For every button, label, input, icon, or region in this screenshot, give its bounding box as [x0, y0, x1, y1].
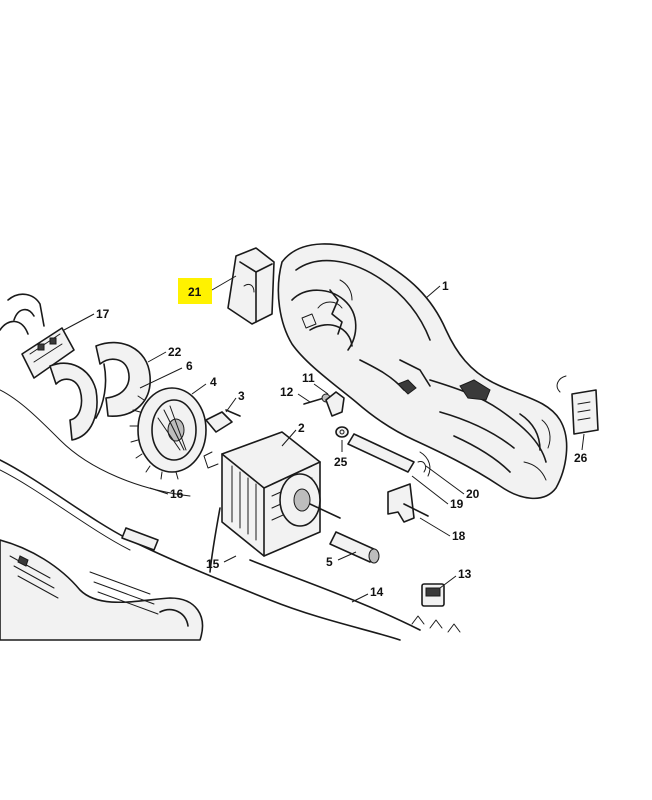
highlight-box	[178, 278, 212, 304]
lever-bar-part	[347, 433, 431, 477]
callout-17: 17	[96, 307, 110, 321]
callout-25: 25	[334, 455, 348, 469]
callout-14: 14	[370, 585, 384, 599]
leader-17	[63, 313, 95, 331]
callout-1: 1	[442, 279, 449, 293]
leader-16	[149, 487, 169, 495]
shaft-sleeve-part	[329, 531, 380, 564]
callout-16: 16	[170, 487, 184, 501]
tool-handle-part	[0, 539, 204, 641]
cable-part	[0, 459, 461, 641]
leader-1	[425, 285, 441, 299]
callout-2: 2	[298, 421, 305, 435]
housing-shell-part	[277, 243, 568, 500]
callout-4: 4	[210, 375, 217, 389]
leader-19	[411, 475, 449, 505]
leader-4	[191, 383, 207, 395]
leader-18	[419, 517, 451, 537]
leader-5	[337, 551, 357, 561]
leader-26	[581, 433, 585, 451]
leader-15	[223, 555, 237, 563]
fan-wheel-part	[129, 387, 207, 480]
callout-11: 11	[302, 371, 315, 385]
rocker-switch-part	[421, 583, 445, 607]
leader-13	[439, 575, 457, 589]
clip-part	[205, 409, 241, 433]
callout-21: 21	[188, 285, 202, 299]
callout-6: 6	[186, 359, 193, 373]
callout-20: 20	[466, 487, 480, 501]
leader-2	[281, 429, 297, 447]
callout-15: 15	[206, 557, 220, 571]
leader-21	[211, 275, 237, 291]
leader-20	[425, 465, 465, 495]
callout-26: 26	[574, 451, 588, 465]
trigger-part	[387, 483, 429, 523]
callout-13: 13	[458, 567, 472, 581]
leader-lines	[63, 275, 585, 603]
callout-5: 5	[326, 555, 333, 569]
fan-shroud-part	[49, 341, 151, 441]
leader-6	[139, 367, 183, 389]
latch-part	[325, 391, 345, 417]
bracket-part	[227, 247, 275, 325]
leader-11	[313, 383, 329, 395]
callout-12: 12	[280, 385, 294, 399]
callout-22: 22	[168, 345, 182, 359]
callout-18: 18	[452, 529, 466, 543]
washer-part	[335, 426, 349, 438]
leader-14	[351, 593, 369, 603]
leader-3	[225, 397, 237, 413]
leader-12	[297, 393, 311, 403]
callout-19: 19	[450, 497, 464, 511]
leader-22	[147, 351, 167, 363]
motor-part	[203, 431, 341, 557]
label-sticker-part	[556, 375, 599, 435]
callout-3: 3	[238, 389, 245, 403]
callout-labels: 1 2 3 4 5 6 11 12 13 14 15 16 17 18 19 2…	[96, 279, 588, 599]
